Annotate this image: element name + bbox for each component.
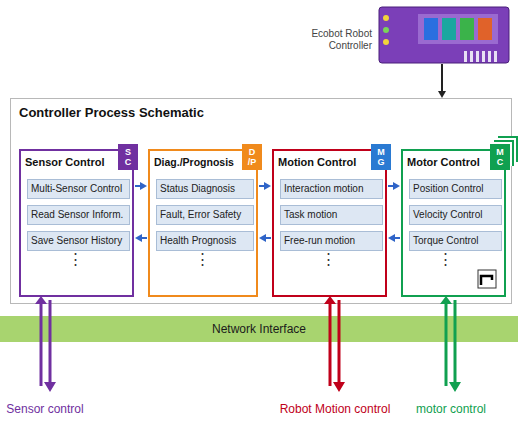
board-chip xyxy=(418,14,498,44)
board-pin xyxy=(470,51,473,62)
node-text: D /P xyxy=(243,147,261,167)
function-box: Position Control xyxy=(409,179,502,199)
node-text: Multi-Sensor Control xyxy=(28,180,129,198)
node-text: Motor Control xyxy=(407,156,482,168)
board-drawing xyxy=(378,6,510,64)
node-text: Interaction motion xyxy=(281,180,382,198)
module-box: Motor Control M C Position ControlVelocity… xyxy=(401,149,506,297)
node-text: Fault, Error Safety xyxy=(157,206,253,224)
connector xyxy=(388,185,394,187)
arrow-head xyxy=(438,91,446,98)
node-text: Health Prognosis xyxy=(157,232,253,250)
module-tag: D /P xyxy=(242,144,262,170)
board-outline xyxy=(379,7,509,63)
board-block xyxy=(442,18,456,40)
board-pin xyxy=(494,51,497,62)
board-block xyxy=(424,18,438,40)
board-pin xyxy=(482,51,485,62)
connector xyxy=(441,64,443,92)
function-box: Velocity Control xyxy=(409,205,502,225)
function-box: Torque Control xyxy=(409,231,502,251)
board-block xyxy=(460,18,474,40)
function-box: Read Sensor Inform. xyxy=(27,205,130,225)
board-pin xyxy=(464,51,467,62)
board-pin xyxy=(488,51,491,62)
arrow-head xyxy=(264,182,271,190)
board-pin xyxy=(476,51,479,62)
motor-icon xyxy=(478,270,496,288)
function-box: Multi-Sensor Control xyxy=(27,179,130,199)
function-box: Task motion xyxy=(280,205,383,225)
arrow-head xyxy=(135,234,142,242)
function-box: Status Diagnosis xyxy=(156,179,254,199)
arrow-head xyxy=(388,234,395,242)
node-text: Save Sensor History xyxy=(28,232,129,250)
node-text: M G xyxy=(372,147,390,167)
controller-board: Ecobot Robot Controller xyxy=(378,6,510,64)
board-block xyxy=(478,18,492,40)
board-led xyxy=(383,39,389,45)
function-box: Save Sensor History xyxy=(27,231,130,251)
signal-label: motor control xyxy=(416,402,486,416)
node-text: M C xyxy=(491,147,509,167)
node-text: Read Sensor Inform. xyxy=(28,206,129,224)
node-text: S C xyxy=(119,147,137,167)
module-box: Diag./Prognosis D /P Status DiagnosisFault… xyxy=(148,149,258,297)
connector xyxy=(265,237,271,239)
module-tag: S C xyxy=(118,144,138,170)
node-text: Torque Control xyxy=(410,232,501,250)
module-tag: M G xyxy=(371,144,391,170)
function-box: Free-run motion xyxy=(280,231,383,251)
ellipsis: ⋮ xyxy=(68,250,83,268)
node-text: Sensor Control xyxy=(25,156,110,168)
function-box: Fault, Error Safety xyxy=(156,205,254,225)
ellipsis: ⋮ xyxy=(438,250,453,268)
node-text: Motion Control xyxy=(278,156,363,168)
schematic-panel: Controller Process SchematicSensor Contr… xyxy=(10,98,512,304)
signal-label: Sensor control xyxy=(6,402,83,416)
node-text: Velocity Control xyxy=(410,206,501,224)
node-text: Free-run motion xyxy=(281,232,382,250)
connector xyxy=(141,237,147,239)
node-text: Position Control xyxy=(410,180,501,198)
function-box: Interaction motion xyxy=(280,179,383,199)
connector xyxy=(259,185,265,187)
node-text: Ecobot Robot Controller xyxy=(290,28,372,52)
connector xyxy=(394,237,400,239)
function-box: Health Prognosis xyxy=(156,231,254,251)
node-text: Diag./Prognosis xyxy=(154,156,234,168)
module-box: Sensor Control S C Multi-Sensor ControlRea… xyxy=(19,149,134,297)
network-band: Network Interface xyxy=(0,316,518,342)
arrow-head xyxy=(393,182,400,190)
node-text: Controller Process Schematic xyxy=(19,105,204,120)
signal-label: Robot Motion control xyxy=(280,402,391,416)
node-text: Task motion xyxy=(281,206,382,224)
arrow-head xyxy=(259,234,266,242)
module-tag: M C xyxy=(490,144,510,170)
board-led xyxy=(383,15,389,21)
board-led xyxy=(383,27,389,33)
connector xyxy=(135,185,141,187)
ellipsis: ⋮ xyxy=(195,250,210,268)
node-text: Status Diagnosis xyxy=(157,180,253,198)
ellipsis: ⋮ xyxy=(321,250,336,268)
node-text: Network Interface xyxy=(208,322,310,336)
arrow-head xyxy=(140,182,147,190)
module-box: Motion Control M G Interaction motionTask … xyxy=(272,149,387,297)
